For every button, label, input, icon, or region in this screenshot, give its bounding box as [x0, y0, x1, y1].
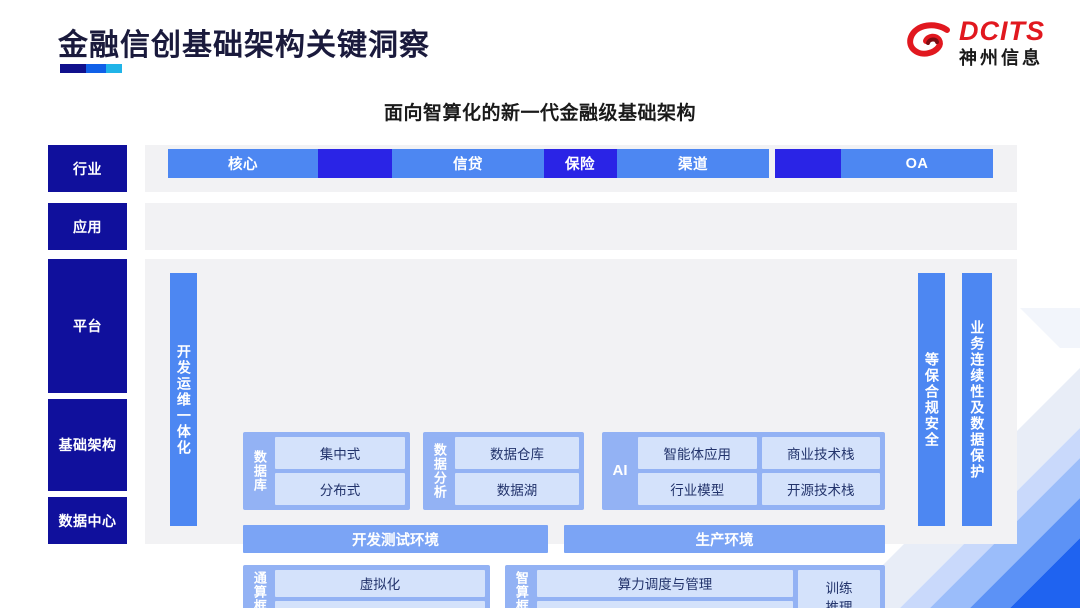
- cell-compute-scheduling[interactable]: 算力调度与管理: [537, 570, 793, 597]
- group-general-compute-label: 通算框架: [251, 570, 267, 608]
- vbar-security-compliance[interactable]: 等保合规安全: [918, 273, 945, 526]
- cell-opensource-stack[interactable]: 开源技术栈: [761, 473, 880, 505]
- group-ai[interactable]: AI 智能体应用 行业模型 商业技术栈 开源技术栈: [602, 432, 885, 510]
- rail-item-application[interactable]: 应用: [48, 203, 127, 250]
- train-label: 训练: [825, 581, 853, 597]
- cell-train-inference[interactable]: 训练 推理: [798, 570, 880, 608]
- cell-agent-application[interactable]: 智能体应用: [638, 437, 757, 469]
- cell-industry-model[interactable]: 行业模型: [638, 473, 757, 505]
- brand-logo: DCITS 神州信息: [906, 18, 1045, 67]
- vbar-devops[interactable]: 开发运维一体化: [170, 273, 197, 526]
- group-ai-label: AI: [612, 462, 628, 480]
- group-intelligent-compute-label: 智算框架: [513, 570, 529, 608]
- application-item-channel[interactable]: 渠道: [617, 149, 769, 178]
- group-data-analysis-label: 数据分析: [431, 443, 447, 499]
- rail-item-industry[interactable]: 行业: [48, 145, 127, 192]
- page-title: 金融信创基础架构关键洞察: [58, 29, 430, 62]
- underline-segment-3: [106, 64, 122, 73]
- header: 金融信创基础架构关键洞察 DCITS 神州信息: [0, 0, 1080, 92]
- cell-cloud[interactable]: 云: [275, 600, 485, 608]
- cell-commercial-stack[interactable]: 商业技术栈: [761, 437, 880, 469]
- cell-data-lake[interactable]: 数据湖: [455, 473, 579, 505]
- env-bar-dev-test[interactable]: 开发测试环境: [243, 525, 548, 553]
- cell-virtualization[interactable]: 虚拟化: [275, 570, 485, 597]
- logo-en: DCITS: [959, 16, 1045, 46]
- application-item-credit[interactable]: 信贷: [392, 149, 544, 178]
- application-row-panel: [145, 203, 1017, 250]
- env-bar-production[interactable]: 生产环境: [564, 525, 885, 553]
- group-data-analysis[interactable]: 数据分析 数据仓库 数据湖: [423, 432, 584, 510]
- cell-centralized[interactable]: 集中式: [275, 437, 405, 469]
- logo-cn: 神州信息: [959, 48, 1043, 68]
- dcits-swirl-icon: [906, 20, 952, 66]
- group-general-compute[interactable]: 通算框架 虚拟化 云: [243, 565, 490, 608]
- rail-item-datacenter[interactable]: 数据中心: [48, 497, 127, 544]
- logo-text: DCITS 神州信息: [959, 16, 1045, 68]
- cell-distributed[interactable]: 分布式: [275, 473, 405, 505]
- group-intelligent-compute[interactable]: 智算框架 算力调度与管理 数据处理与管理 训练 推理: [505, 565, 885, 608]
- group-database-label: 数据库: [251, 450, 267, 492]
- underline-segment-1: [60, 64, 86, 73]
- cell-data-processing[interactable]: 数据处理与管理: [537, 600, 793, 608]
- cell-data-warehouse[interactable]: 数据仓库: [455, 437, 579, 469]
- group-database[interactable]: 数据库 集中式 分布式: [243, 432, 410, 510]
- rail-item-platform[interactable]: 平台: [48, 259, 127, 393]
- inference-label: 推理: [825, 599, 853, 608]
- subtitle: 面向智算化的新一代金融级基础架构: [383, 103, 696, 124]
- rail-item-infrastructure[interactable]: 基础架构: [48, 399, 127, 491]
- title-underline: [60, 64, 122, 73]
- vbar-business-continuity[interactable]: 业务连续性及数据保护: [962, 273, 992, 526]
- underline-segment-2: [86, 64, 106, 73]
- application-item-core[interactable]: 核心: [168, 149, 318, 178]
- application-item-oa[interactable]: OA: [841, 149, 993, 178]
- architecture-diagram: 行业 应用 平台 基础架构 数据中心 银行 保险 证券基金 核心 信贷 渠道 O…: [0, 140, 1080, 608]
